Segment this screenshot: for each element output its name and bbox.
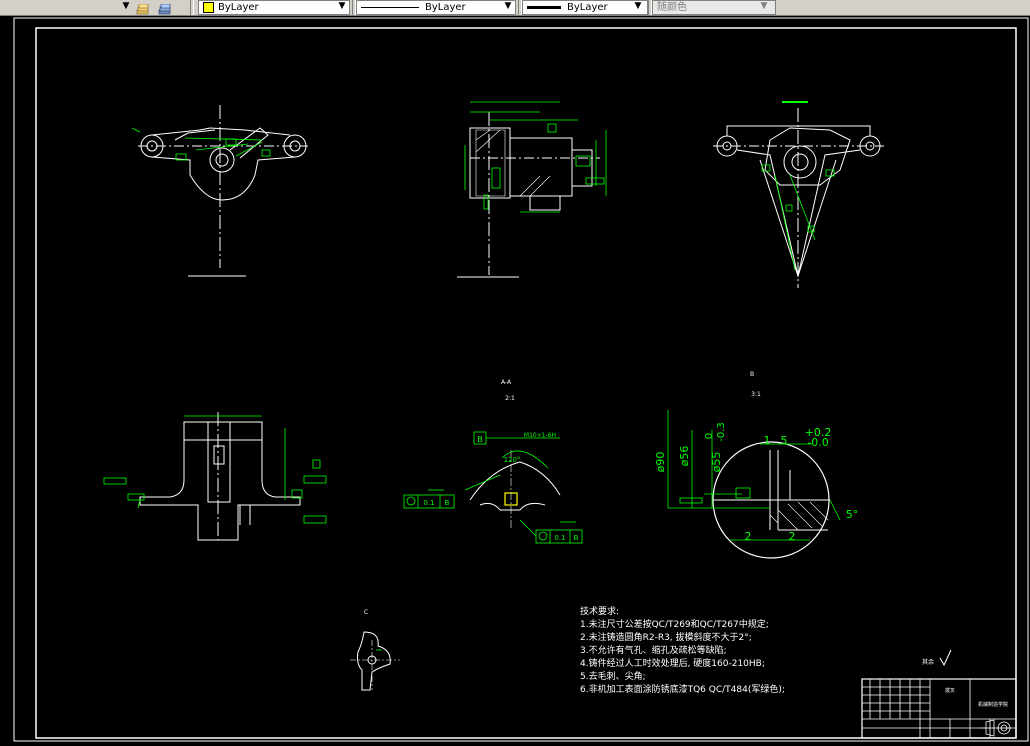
- color-control-value: ByLayer: [218, 2, 259, 13]
- title-block: [861, 678, 1017, 739]
- tech-item: 2.未注铸造圆角R2-R3, 拔模斜度不大于2°;: [580, 631, 752, 643]
- projection-symbol-icon: [980, 719, 1012, 737]
- front-view: [138, 105, 308, 277]
- side-section-view: [457, 112, 600, 278]
- front-view-dims: [131, 127, 271, 161]
- tech-item: 3.不允许有气孔、缩孔及疏松等缺陷;: [580, 644, 727, 656]
- tech-item: 6.非机加工表面涂防锈底漆TQ6 QC/T484(军绿色);: [580, 683, 785, 695]
- lineweight-control-value: ByLayer: [567, 2, 608, 13]
- lineweight-preview-icon: [527, 6, 561, 9]
- section-aa: A-A 2:1 B M10×1-6H 120° 0.1 B 0.1: [403, 379, 583, 544]
- section-aa-scale: 2:1: [505, 395, 515, 402]
- layer-dropdown-arrow[interactable]: ▼: [122, 1, 130, 11]
- toolbar-separator: [190, 0, 194, 15]
- detail-b-label: B: [750, 371, 754, 378]
- angle-5: 5°: [846, 508, 859, 521]
- dim-phi55: ø55: [710, 452, 723, 473]
- layer-states-icon[interactable]: [136, 1, 150, 15]
- linetype-control[interactable]: ByLayer: [356, 0, 516, 15]
- dim-tol-lower-03: -0.3: [716, 422, 727, 442]
- toolbar-separator: [352, 0, 356, 15]
- toolbar-separator: [648, 0, 652, 15]
- toolbar-separator: [518, 0, 522, 15]
- tol-datum-2: B: [574, 534, 579, 542]
- linetype-preview-icon: [361, 7, 419, 8]
- angle-120: 120°: [504, 456, 521, 464]
- dim-phi56: ø56: [678, 446, 691, 467]
- roughness-rest-text: 其余: [922, 658, 934, 666]
- tech-item: 1.未注尺寸公差按QC/T269和QC/T267中规定;: [580, 618, 769, 630]
- datum-b-box: B: [477, 435, 483, 444]
- lineweight-dropdown-arrow[interactable]: ▼: [634, 1, 642, 11]
- dim-2-right: 2: [789, 530, 796, 543]
- color-dropdown-arrow[interactable]: ▼: [338, 1, 346, 11]
- sheet-outer-border: [13, 17, 1029, 742]
- lower-section-view: [139, 412, 301, 541]
- plot-style-value: 随颜色: [657, 2, 687, 13]
- view-c-label: C: [364, 609, 368, 616]
- technical-requirements: 技术要求: 1.未注尺寸公差按QC/T269和QC/T267中规定; 2.未注铸…: [580, 605, 785, 695]
- tech-item: 5.去毛刺、尖角;: [580, 670, 646, 682]
- dim-2-left: 2: [745, 530, 752, 543]
- properties-toolbar: ▼ ByLayer ▼ ByLayer ▼ ByLayer ▼ 随颜色 ▼: [0, 0, 1030, 16]
- dim-tol-lower-00: -0.0: [807, 436, 828, 449]
- linetype-control-value: ByLayer: [425, 2, 466, 13]
- side-section-dims: [464, 101, 607, 213]
- tol-position-1: 0.1: [423, 499, 434, 507]
- drawing-svg: A-A 2:1 B M10×1-6H 120° 0.1 B 0.1: [13, 17, 1029, 742]
- sheet-inner-border: [35, 27, 1017, 739]
- tol-position-2: 0.1: [554, 534, 565, 542]
- layer-previous-icon[interactable]: [158, 1, 172, 15]
- roughness-symbol-icon: [939, 649, 952, 667]
- dim-tol-upper-0: 0: [704, 433, 715, 439]
- title-block-part-name: 拨叉: [945, 687, 955, 694]
- lower-section-dims: [103, 415, 327, 524]
- dim-1: 1: [764, 434, 771, 447]
- title-block-company: 机械制造学院: [978, 701, 1008, 708]
- plot-style-control[interactable]: 随颜色: [652, 0, 776, 15]
- linetype-dropdown-arrow[interactable]: ▼: [504, 1, 512, 11]
- detail-b: B 3:1: [654, 371, 859, 559]
- tol-datum-1: B: [445, 499, 450, 507]
- dim-tol-upper-02: +0.2: [805, 426, 832, 439]
- thread-label: M10×1-6H: [524, 432, 556, 439]
- rear-view-dims: [761, 101, 835, 271]
- detail-b-scale: 3:1: [751, 391, 761, 398]
- view-c: C: [350, 609, 400, 691]
- tech-title: 技术要求:: [580, 605, 619, 617]
- dim-5: 5: [781, 434, 788, 447]
- color-swatch-icon: [203, 2, 214, 13]
- lineweight-control[interactable]: ByLayer: [522, 0, 648, 15]
- plot-style-dropdown-arrow[interactable]: ▼: [760, 1, 768, 11]
- color-control[interactable]: ByLayer: [198, 0, 350, 15]
- roughness-note: 其余: [922, 649, 952, 667]
- rear-view: [713, 108, 884, 288]
- section-aa-label: A-A: [501, 379, 512, 386]
- dim-phi90: ø90: [654, 452, 667, 473]
- drawing-area[interactable]: A-A 2:1 B M10×1-6H 120° 0.1 B 0.1: [0, 16, 1030, 742]
- tech-item: 4.铸件经过人工时效处理后, 硬度160-210HB;: [580, 657, 765, 669]
